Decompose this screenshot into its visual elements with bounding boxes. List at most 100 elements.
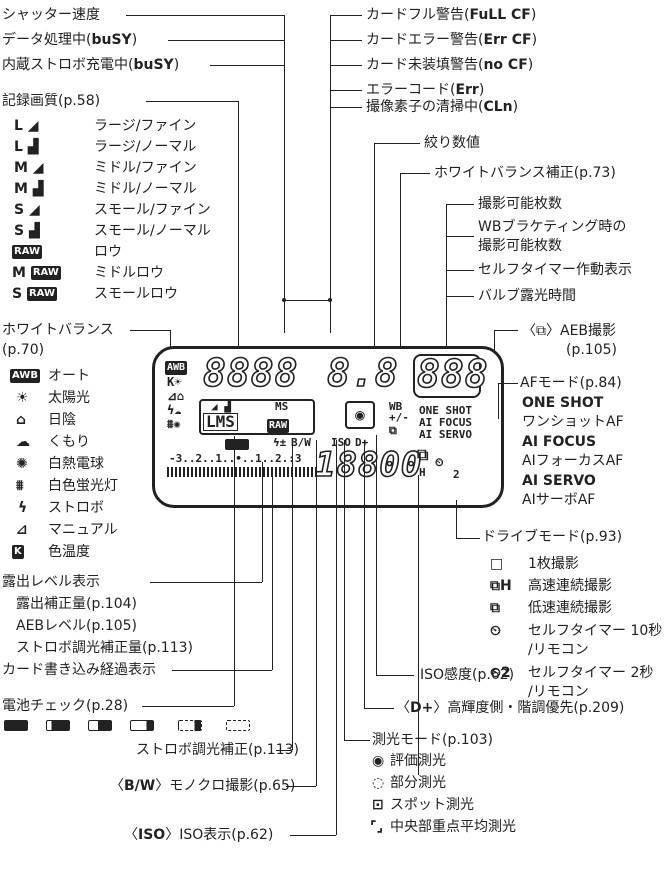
lcd-quality-icons: ◢ ▟ [211,400,231,413]
label-error-code: エラーコード(Err) [366,82,485,98]
awb-icon: AWB [10,369,40,383]
wb-label: マニュアル [48,522,118,538]
lcd-quality-letters: LMS [203,413,238,431]
lcd-exposure-scale: -3..2..1..•..1..2.:3 [169,452,302,465]
drive-title: ドライブモード(p.93) [482,529,623,545]
af-ai-focus: AI FOCUS [522,434,597,450]
label-wb-bracket: WBブラケティング時の [478,219,627,235]
single-shot-icon: □ [490,556,504,572]
small-normal-icon: S ▟ [14,223,40,239]
label-self-timer: セルフタイマー作動表示 [478,262,632,278]
label-wb-bracket-shots: 撮影可能枚数 [478,238,562,254]
battery-level-3-icon [88,720,112,731]
label-iso-display: 〈ISO〉ISO表示(p.62) [124,827,274,843]
wb-label: 色温度 [48,544,90,560]
label-aeb-page: (p.105) [566,342,617,358]
spot-metering-icon: ⊡ [372,797,384,813]
color-temp-icon: K [12,545,24,559]
tungsten-icon: ✺ [16,456,28,472]
lcd-ai-focus: AI FOCUS [419,416,472,429]
quality-label: ミドルロウ [94,265,164,281]
lcd-aperture: 8.8 [326,351,399,395]
label-card-error: カードエラー警告(Err CF) [366,32,538,48]
af-title: AFモード(p.84) [520,375,622,391]
label-bw: 〈B/W〉モノクロ撮影(p.65) [110,778,296,794]
label-flash-busy: 内蔵ストロボ充電中(buSY) [2,57,180,73]
label-iso-sensitivity: ISO感度(p.62) [420,667,515,683]
exposure-item: 露出補正量(p.104) [16,596,137,612]
exposure-item: AEBレベル(p.105) [16,618,138,634]
af-ai-focus-desc: AIフォーカスAF [522,453,624,469]
battery-level-4-icon [46,720,70,731]
label-shots-remaining: 撮影可能枚数 [478,196,562,212]
medium-normal-icon: M ▟ [14,181,44,197]
lcd-iso-value: 18800 [314,444,423,486]
small-fine-icon: S ◢ [14,202,40,218]
drive-label: 低速連続撮影 [528,600,612,616]
wb-label: 日陰 [48,412,76,428]
wb-label: くもり [48,434,90,450]
af-one-shot-desc: ワンショットAF [522,414,624,430]
large-fine-icon: L ◢ [14,118,39,134]
self-timer-10-icon: ⏲ [490,623,501,639]
lcd-raw: RAW [267,418,290,433]
metering-title: 測光モード(p.103) [372,732,493,748]
quality-title: 記録画質(p.58) [2,93,101,109]
lcd-quality-box [199,399,315,435]
large-normal-icon: L ▟ [14,139,39,155]
label-busy: データ処理中(buSY) [2,32,138,48]
evaluative-metering-icon: ◉ [372,753,385,769]
lcd-ai-servo: AI SERVO [419,428,472,441]
lcd-wb-pm: +/- [389,411,409,424]
lcd-shutter: 8888 [202,351,299,395]
drive-label-2: /リモコン [528,642,589,658]
medium-raw-icon: M RAW [12,265,61,281]
wb-page: (p.70) [2,342,45,358]
lcd-aeb-icon: ⧉ [389,424,397,437]
label-flash-exposure-comp: ストロボ調光補正(p.113) [136,742,299,758]
drive-label-2: /リモコン [528,684,589,700]
high-speed-continuous-icon: ⧉H [490,578,512,594]
metering-label: スポット測光 [390,797,474,813]
shade-icon: ⌂ [16,412,27,428]
wb-label: 白熱電球 [48,456,104,472]
cloudy-icon: ☁ [16,434,30,450]
wb-title: ホワイトバランス [2,322,114,338]
lcd-bw: B/W [291,436,311,449]
label-card-write: カード書き込み経過表示 [2,662,156,678]
battery-level-2-icon [130,720,154,731]
flash-icon: ϟ [18,500,28,516]
wb-label: 太陽光 [48,390,90,406]
quality-label: スモール/ノーマル [94,223,211,239]
quality-label: スモールロウ [94,286,178,302]
lcd-battery-icon [225,439,249,450]
lcd-quality-ms: MS [275,400,289,413]
label-card-full: カードフル警告(FuLL CF) [366,7,537,23]
label-aeb: 〈⧉〉AEB撮影 [522,323,617,339]
quality-label: スモール/ファイン [94,202,211,218]
fluorescent-icon: ⩩ [16,478,24,494]
drive-label: セルフタイマー 2秒 [528,665,654,681]
label-no-card: カード未装填警告(no CF) [366,57,534,73]
medium-fine-icon: M ◢ [14,160,44,176]
drive-label: セルフタイマー 10秒 [528,623,663,639]
lcd-shots-box [413,354,481,398]
quality-label: ラージ/ノーマル [94,139,197,155]
quality-label: ロウ [94,244,122,260]
af-ai-servo: AI SERVO [522,473,596,489]
lcd-one-shot: ONE SHOT [419,404,472,417]
wb-label: ストロボ [48,500,104,516]
wb-label: オート [48,368,90,384]
label-dplus: 〈D+〉高輝度側・階調優先(p.209) [396,700,625,716]
custom-wb-icon: ⊿ [16,522,28,538]
quality-label: ミドル/ノーマル [94,181,197,197]
quality-label: ラージ/ファイン [94,118,197,134]
lcd-drive-2: 2 [453,468,460,481]
lcd-flash-comp-icon: ϟ± [273,436,287,449]
metering-label: 部分測光 [390,775,446,791]
lcd-drive-icon: ⧉ [417,445,429,464]
lcd-iso: ISO [331,436,351,449]
metering-label: 中央部重点平均測光 [390,819,516,835]
lcd-scale-bar [167,467,317,477]
label-shutter-speed: シャッター速度 [2,7,100,23]
